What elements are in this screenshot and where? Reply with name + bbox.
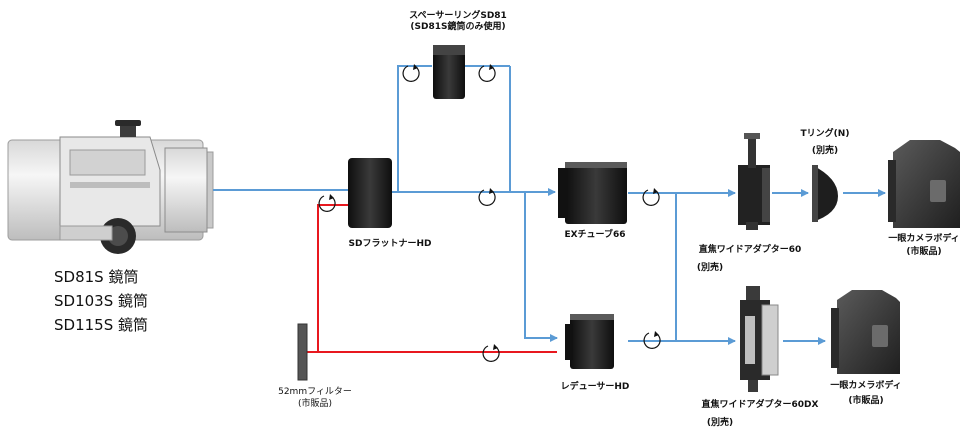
t-ring-title: Tリング(N)	[800, 129, 850, 139]
filter-title: 52mmフィルター	[278, 387, 352, 397]
ex-tube-label: EXチューブ66	[564, 230, 626, 240]
tube-label-1: SD81S 鏡筒	[54, 268, 139, 286]
camera-body-top-image	[888, 140, 960, 228]
flattener-image	[348, 158, 392, 228]
tube-label-3: SD115S 鏡筒	[54, 316, 148, 334]
camera-bottom-title: 一眼カメラボディ	[830, 381, 902, 391]
ex-tube-image	[558, 162, 627, 224]
adapter-60-note: (別売)	[696, 263, 724, 273]
spacer-note: (SD81S鏡筒のみ使用)	[410, 22, 506, 32]
tube-label-2: SD103S 鏡筒	[54, 292, 148, 310]
filter-path	[306, 204, 557, 353]
telescope-tube	[7, 120, 214, 254]
adapter-60-title: 直焦ワイドアダプター60	[698, 245, 802, 255]
adapter-60dx-image	[740, 286, 779, 392]
t-ring-image	[812, 165, 838, 222]
adapter-60-image	[738, 133, 770, 230]
adapter-60dx-title: 直焦ワイドアダプター60DX	[701, 400, 819, 410]
filter-image	[297, 323, 308, 381]
spacer-title: スペーサーリングSD81	[409, 11, 507, 21]
spacer-ring-image	[433, 45, 465, 99]
camera-top-note: (市販品)	[906, 247, 942, 257]
optical-path	[213, 65, 886, 345]
reducer-label: レデューサーHD	[560, 382, 630, 392]
reducer-image	[565, 314, 614, 369]
camera-body-bottom-image	[831, 290, 900, 374]
camera-top-title: 一眼カメラボディ	[888, 234, 960, 244]
t-ring-note: (別売)	[811, 146, 839, 156]
camera-bottom-note: (市販品)	[848, 396, 884, 406]
flattener-label: SDフラットナーHD	[348, 239, 432, 249]
adapter-60dx-note: (別売)	[706, 418, 734, 428]
filter-note: (市販品)	[297, 399, 333, 409]
